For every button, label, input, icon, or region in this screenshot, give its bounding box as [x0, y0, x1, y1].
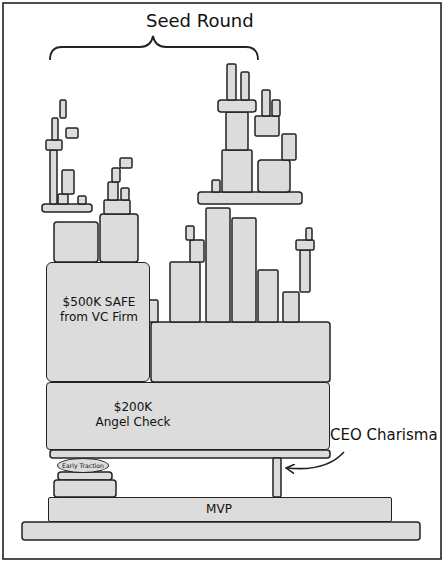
- block: [121, 188, 129, 200]
- callout-label: CEO Charisma: [330, 426, 438, 444]
- block: [52, 118, 58, 140]
- block: [112, 168, 120, 182]
- leader-arrow: [287, 452, 344, 469]
- block: [42, 204, 92, 212]
- block: [198, 192, 302, 204]
- block: [241, 72, 249, 100]
- block: [306, 228, 312, 240]
- block: [273, 458, 281, 497]
- frame: [3, 3, 441, 559]
- block: [100, 214, 138, 262]
- block: [258, 270, 278, 322]
- block: [255, 116, 279, 136]
- block: [66, 128, 78, 138]
- block: [54, 222, 98, 262]
- block: [282, 134, 296, 160]
- block: [218, 100, 256, 112]
- block: [258, 160, 290, 192]
- block-stack: [22, 64, 420, 540]
- block: [78, 196, 86, 204]
- block: [262, 90, 270, 116]
- block: [222, 150, 252, 192]
- block: [120, 158, 132, 168]
- block: [108, 182, 118, 200]
- funding-block: $500K SAFE from VC Firm: [46, 262, 150, 382]
- block: [50, 150, 57, 204]
- block: [206, 208, 230, 322]
- block: [60, 100, 66, 118]
- node-text: $500K SAFE from VC Firm: [54, 295, 144, 325]
- node-text: $200K Angel Check: [95, 400, 171, 430]
- node-text: Early Traction: [58, 461, 108, 471]
- block: [58, 472, 112, 480]
- block: [170, 262, 200, 322]
- funding-block: $200K Angel Check: [46, 382, 330, 450]
- node-text: MVP: [49, 502, 389, 517]
- brace: [50, 36, 258, 60]
- block: [300, 250, 310, 292]
- bracket-label: Seed Round: [146, 10, 254, 31]
- block: [227, 64, 236, 100]
- block: [272, 100, 280, 116]
- block: [62, 170, 74, 194]
- block: [232, 218, 256, 322]
- block: [186, 226, 194, 240]
- block: [283, 292, 299, 322]
- block: [212, 180, 220, 192]
- block: [104, 200, 130, 214]
- block: [50, 450, 330, 458]
- block: [226, 112, 248, 150]
- block: [46, 140, 62, 150]
- block: [58, 194, 68, 204]
- block: [190, 240, 204, 262]
- block: [54, 480, 116, 497]
- foundation-block: MVP: [48, 497, 392, 522]
- traction-oval: Early Traction: [57, 458, 109, 473]
- block: [151, 322, 330, 382]
- block: [296, 240, 314, 250]
- block: [22, 522, 420, 540]
